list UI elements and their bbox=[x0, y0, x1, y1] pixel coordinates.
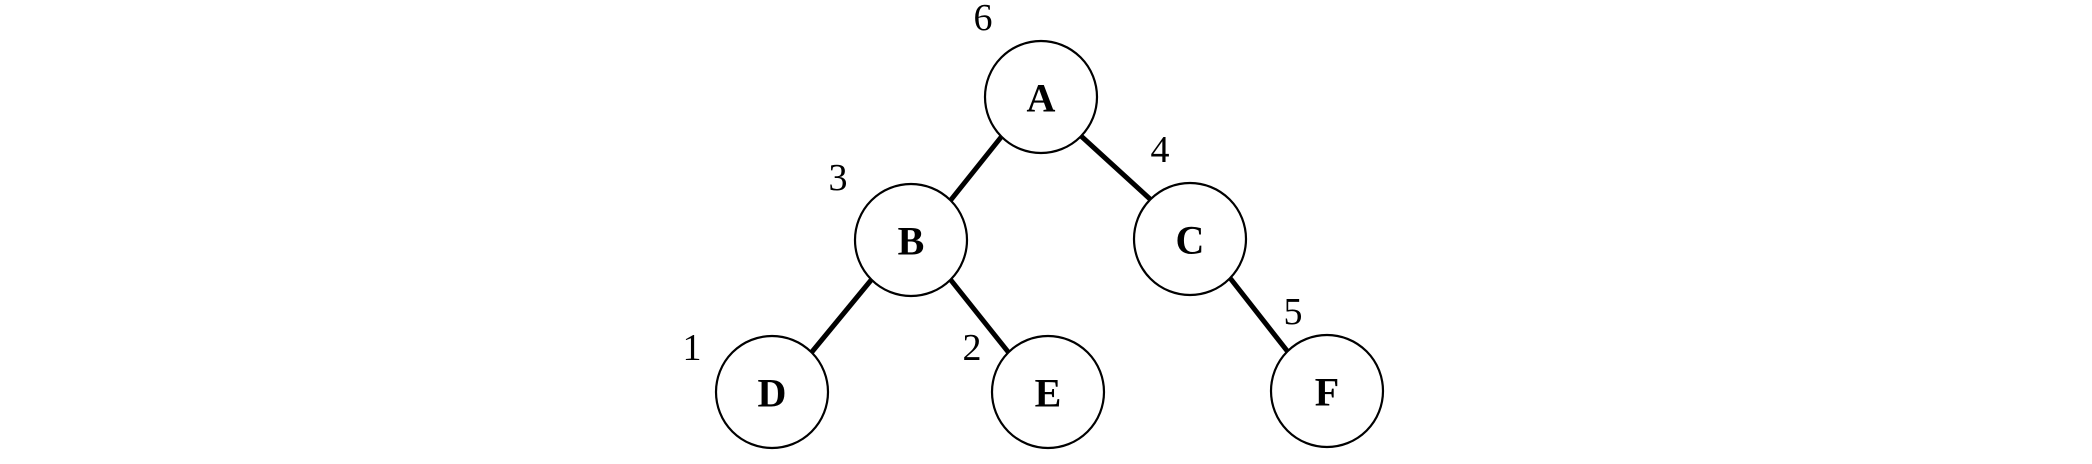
node-a[interactable]: A bbox=[983, 39, 1099, 155]
edge-a-b bbox=[948, 134, 1004, 203]
node-f-circle[interactable] bbox=[1269, 333, 1385, 449]
edge-c-f bbox=[1228, 276, 1290, 354]
node-d[interactable]: D bbox=[714, 334, 830, 450]
weight-label-group: 6 4 1 2 5 3 bbox=[683, 0, 1303, 369]
node-c-label: C bbox=[1176, 218, 1205, 263]
node-e-label: E bbox=[1035, 371, 1062, 416]
edge-weight-a-c: 4 bbox=[1151, 129, 1170, 171]
edge-b-d bbox=[809, 277, 874, 355]
edge-weight-b-d: 1 bbox=[683, 327, 702, 369]
node-group: A B C D E F bbox=[714, 39, 1385, 450]
node-a-circle[interactable] bbox=[983, 39, 1099, 155]
node-f-label: F bbox=[1315, 370, 1339, 415]
edge-a-c bbox=[1079, 134, 1152, 201]
edge-weight-b-e: 2 bbox=[963, 327, 982, 369]
node-a-label: A bbox=[1027, 76, 1056, 121]
node-d-label: D bbox=[758, 371, 787, 416]
edge-weight-c-f: 5 bbox=[1284, 291, 1303, 333]
node-c-circle[interactable] bbox=[1132, 181, 1248, 297]
node-b-circle[interactable] bbox=[853, 182, 969, 298]
node-f[interactable]: F bbox=[1269, 333, 1385, 449]
edge-weight-a-b: 6 bbox=[974, 0, 993, 39]
node-c[interactable]: C bbox=[1132, 181, 1248, 297]
node-b-label: B bbox=[898, 219, 925, 264]
node-e-circle[interactable] bbox=[990, 334, 1106, 450]
node-e[interactable]: E bbox=[990, 334, 1106, 450]
node-b[interactable]: B bbox=[853, 182, 969, 298]
node-weight-b: 3 bbox=[829, 157, 848, 199]
edge-group bbox=[809, 134, 1290, 355]
edge-b-e bbox=[948, 277, 1011, 355]
node-d-circle[interactable] bbox=[714, 334, 830, 450]
